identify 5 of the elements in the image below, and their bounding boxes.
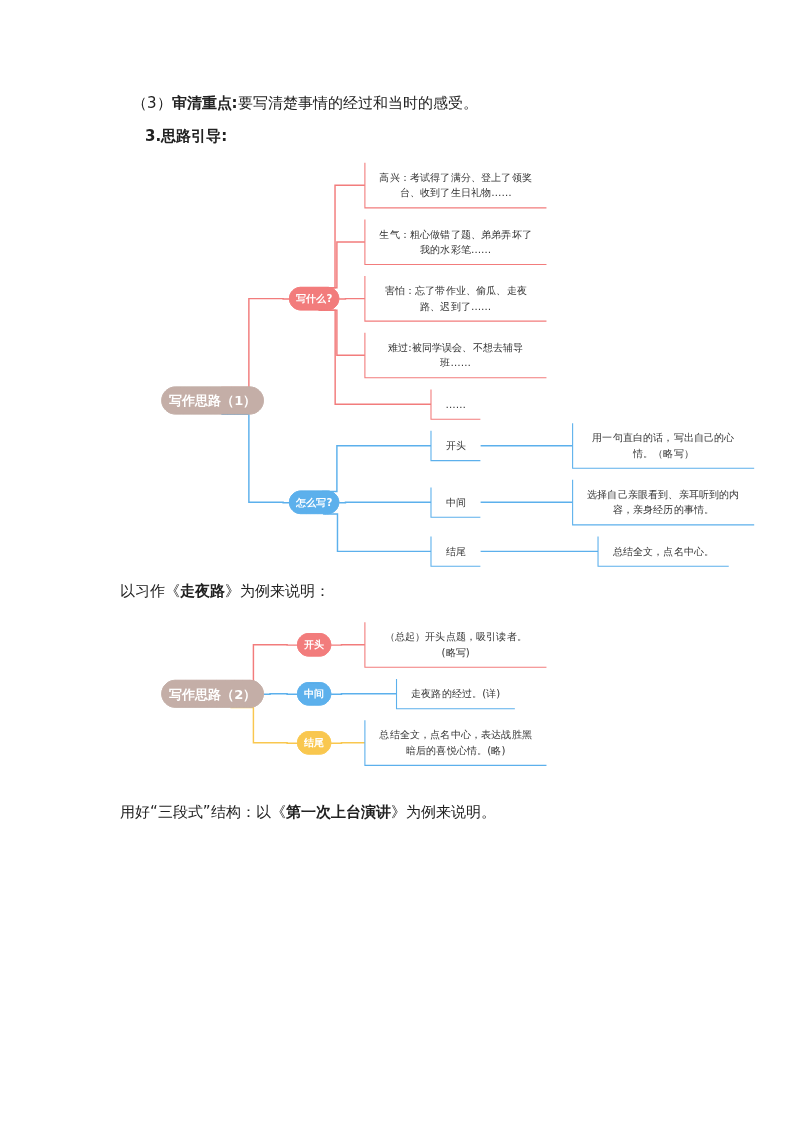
- example-intro: 用好“三段式”结构：以《第一次上台演讲》为例来说明。: [120, 802, 497, 824]
- example-intro: 以习作《走夜路》为例来说明：: [120, 581, 330, 603]
- point-text: （3）审清重点:要写清楚事情的经过和当时的感受。: [131, 93, 479, 114]
- connector: [262, 693, 299, 695]
- section-heading: 3.思路引导:: [144, 125, 229, 147]
